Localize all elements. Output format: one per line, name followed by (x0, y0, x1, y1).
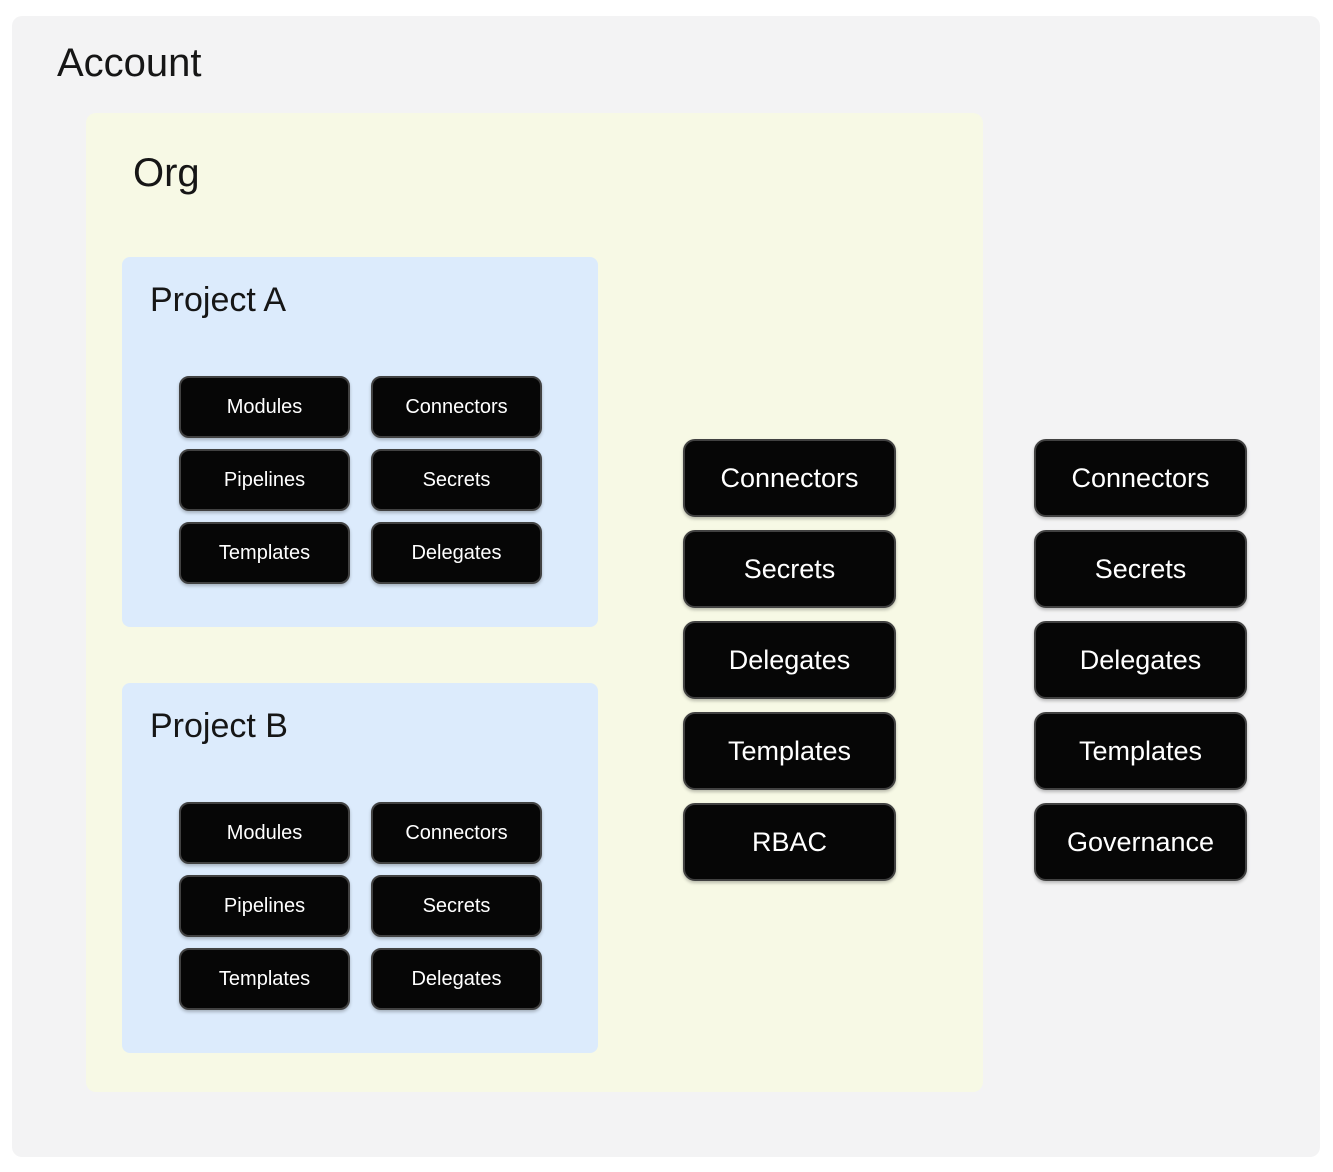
project-b-connectors-node: Connectors (371, 802, 542, 864)
org-secrets-node: Secrets (683, 530, 896, 608)
org-rbac-node: RBAC (683, 803, 896, 881)
account-resource-column: Connectors Secrets Delegates Templates G… (1034, 439, 1247, 881)
project-b-delegates-node: Delegates (371, 948, 542, 1010)
account-connectors-node: Connectors (1034, 439, 1247, 517)
project-b-templates-node: Templates (179, 948, 350, 1010)
project-b-scope-title: Project B (150, 707, 288, 745)
project-b-scope-box: Project B Modules Connectors Pipelines S… (122, 683, 598, 1053)
account-governance-node: Governance (1034, 803, 1247, 881)
org-scope-box: Org Project A Modules Connectors Pipelin… (86, 113, 983, 1092)
project-a-templates-node: Templates (179, 522, 350, 584)
project-a-connectors-node: Connectors (371, 376, 542, 438)
org-delegates-node: Delegates (683, 621, 896, 699)
account-secrets-node: Secrets (1034, 530, 1247, 608)
org-templates-node: Templates (683, 712, 896, 790)
org-connectors-node: Connectors (683, 439, 896, 517)
project-a-resource-grid: Modules Connectors Pipelines Secrets Tem… (179, 376, 542, 584)
project-a-secrets-node: Secrets (371, 449, 542, 511)
project-b-secrets-node: Secrets (371, 875, 542, 937)
org-scope-title: Org (133, 151, 200, 195)
project-a-scope-box: Project A Modules Connectors Pipelines S… (122, 257, 598, 627)
org-resource-column: Connectors Secrets Delegates Templates R… (683, 439, 896, 881)
account-delegates-node: Delegates (1034, 621, 1247, 699)
account-templates-node: Templates (1034, 712, 1247, 790)
project-a-delegates-node: Delegates (371, 522, 542, 584)
project-a-scope-title: Project A (150, 281, 287, 319)
project-b-modules-node: Modules (179, 802, 350, 864)
project-b-resource-grid: Modules Connectors Pipelines Secrets Tem… (179, 802, 542, 1010)
project-a-pipelines-node: Pipelines (179, 449, 350, 511)
account-scope-box: Account Org Project A Modules Connectors… (12, 16, 1320, 1157)
account-scope-title: Account (57, 41, 202, 85)
project-a-modules-node: Modules (179, 376, 350, 438)
project-b-pipelines-node: Pipelines (179, 875, 350, 937)
